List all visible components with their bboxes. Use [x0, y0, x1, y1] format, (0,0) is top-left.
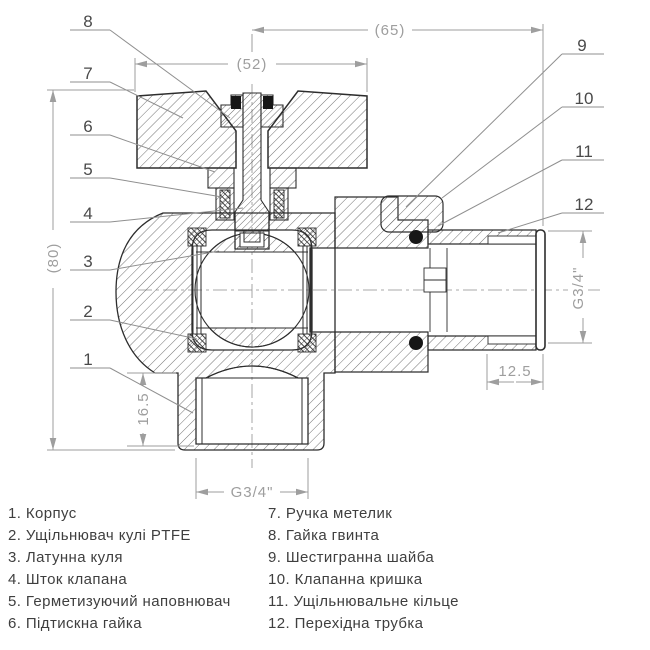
- callout-1: 1: [83, 350, 92, 369]
- legend-item: 12. Перехідна трубка: [268, 615, 424, 632]
- legend-item: 8. Гайка гвинта: [268, 527, 380, 544]
- legend-column-right: 7. Ручка метелик 8. Гайка гвинта 9. Шест…: [268, 503, 508, 635]
- callout-10: 10: [575, 89, 594, 108]
- stem-seal-right: [263, 96, 273, 109]
- flow-passage-arch: [205, 365, 299, 379]
- dim-total-height: (80): [45, 243, 62, 274]
- transition-tube: [423, 229, 546, 351]
- dim-handle-width: (52): [237, 56, 268, 73]
- dimensions: [47, 24, 592, 499]
- legend-item: 3. Латунна куля: [8, 549, 123, 566]
- callout-6: 6: [83, 117, 92, 136]
- dimension-labels: (65) (52) (80) 16.5 12.5 G3/4" G3/4": [43, 21, 587, 501]
- tube-end: [535, 229, 546, 351]
- callout-3: 3: [83, 252, 92, 271]
- dim-total-width: (65): [375, 22, 406, 39]
- legend-item: 4. Шток клапана: [8, 571, 128, 588]
- o-ring-top: [409, 230, 423, 244]
- dim-side-thread: G3/4": [570, 267, 587, 310]
- legend-item: 7. Ручка метелик: [268, 505, 393, 522]
- dim-tail-length: 12.5: [498, 363, 531, 380]
- o-rings: [409, 230, 423, 350]
- ball-bottom-cap: [208, 327, 296, 348]
- legend-item: 6. Підтискна гайка: [8, 615, 142, 632]
- stem-seal-left: [231, 96, 241, 109]
- dim-bottom-thread: G3/4": [231, 484, 274, 501]
- handle-right-wing: [267, 90, 368, 169]
- callout-9: 9: [577, 36, 586, 55]
- sealing-packing: [219, 189, 285, 219]
- callout-11: 11: [575, 142, 593, 161]
- ball-seats: [187, 227, 317, 353]
- legend-item: 2. Ущільнювач кулі PTFE: [8, 527, 191, 544]
- callout-8: 8: [83, 12, 92, 31]
- legend-item: 10. Клапанна кришка: [268, 571, 423, 588]
- callout-7: 7: [83, 64, 92, 83]
- legend-item: 9. Шестигранна шайба: [268, 549, 435, 566]
- dim-outlet-depth: 16.5: [135, 392, 152, 425]
- legend-item: 1. Корпус: [8, 505, 77, 522]
- butterfly-handle: [136, 90, 368, 169]
- callout-4: 4: [83, 204, 92, 223]
- o-ring-bottom: [409, 336, 423, 350]
- thread-relief-top: [487, 235, 537, 245]
- thread-relief-bottom: [487, 335, 537, 345]
- legend-column-left: 1. Корпус 2. Ущільнювач кулі PTFE 3. Лат…: [8, 503, 258, 635]
- legend-item: 5. Герметизуючий наповнювач: [8, 593, 231, 610]
- callout-12: 12: [575, 195, 594, 214]
- callout-5: 5: [83, 160, 92, 179]
- callout-2: 2: [83, 302, 92, 321]
- callout-numbers: 8 7 6 5 4 3 2 1 9 10 11 12: [83, 12, 593, 369]
- callout-leaders: [70, 29, 604, 414]
- outlet-thread: [196, 377, 308, 444]
- legend-item: 11. Ущільнювальне кільце: [268, 593, 459, 610]
